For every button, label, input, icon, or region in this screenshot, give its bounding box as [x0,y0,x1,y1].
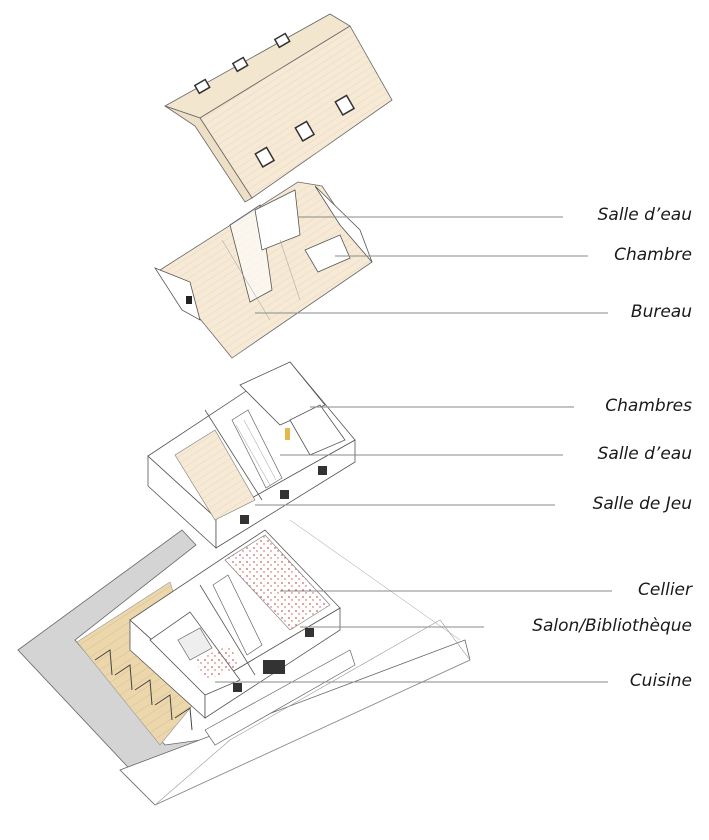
label-attic-bureau: Bureau [630,302,692,322]
window-icon [263,660,285,674]
window-icon [240,515,249,524]
window-icon [186,296,192,304]
roof [164,13,393,203]
label-ground-cellier: Cellier [638,580,692,600]
window-icon [233,683,242,692]
leader-lines [215,216,612,683]
label-first-salle-deau: Salle d’eau [597,444,692,464]
window-icon [305,628,314,637]
window-icon [318,466,327,475]
label-first-chambres: Chambres [605,396,692,416]
label-ground-cuisine: Cuisine [629,671,692,691]
window-icon [280,490,289,499]
attic-floor [153,181,373,359]
ground-floor [17,519,471,806]
roof-window-icon [193,32,356,168]
label-ground-salon: Salon/Bibliothèque [532,616,692,636]
label-attic-chambre: Chambre [614,245,692,265]
label-attic-salle-deau: Salle d’eau [597,205,692,225]
first-floor [147,361,356,549]
label-first-salle-de-jeu: Salle de Jeu [592,494,692,514]
